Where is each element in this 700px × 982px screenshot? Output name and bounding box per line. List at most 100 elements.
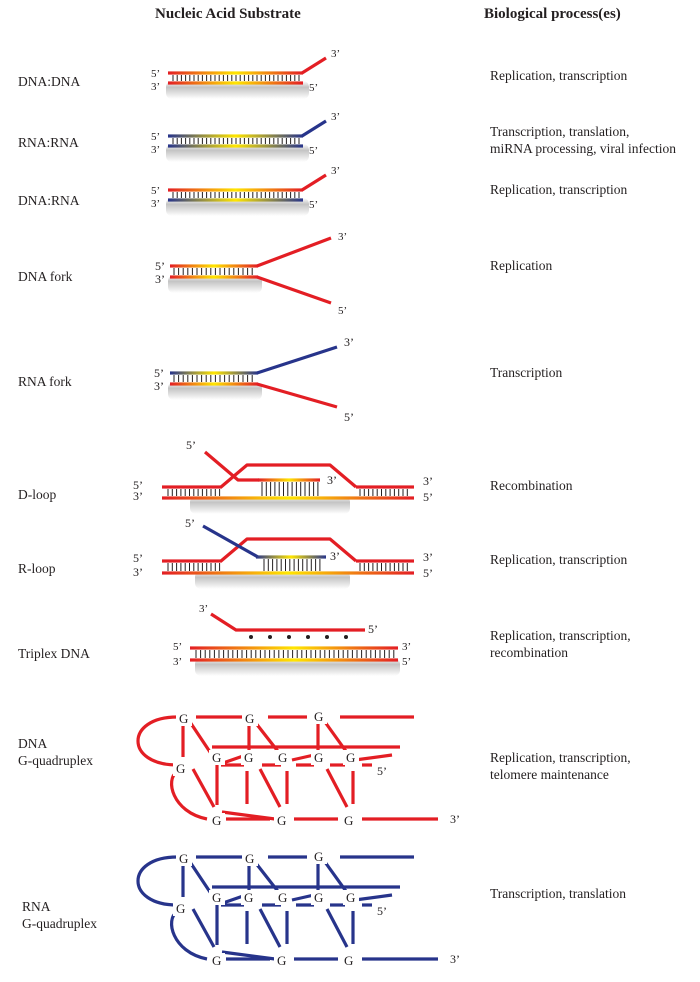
strand-line [258, 908, 282, 948]
strand-line [291, 753, 315, 762]
strand-segment [162, 559, 222, 563]
strand-end-label: 5’ [155, 259, 165, 273]
base-label-bg [274, 813, 290, 828]
base-label-bg [311, 750, 327, 765]
substrate-label-triplex-dna: Triplex DNA [18, 646, 90, 661]
duplex-shadow [166, 144, 309, 162]
strand-line [325, 768, 349, 808]
strand-line [301, 119, 327, 138]
strand-end-label: 5’ [151, 185, 160, 197]
base-label-bg [275, 890, 291, 905]
base-label-bg [176, 851, 192, 866]
strand-segment [170, 264, 258, 268]
substrate-label-rna-rna: RNA:RNA [18, 135, 79, 150]
g-base-label: G [314, 709, 323, 724]
base-label-bg [311, 849, 327, 864]
strand-segment [168, 144, 303, 148]
substrate-label-dna-dna: DNA:DNA [18, 74, 81, 89]
g-base-label: G [314, 890, 323, 905]
strand-end-label: 3’ [151, 198, 160, 210]
process-line: Replication, transcription, [490, 628, 631, 643]
strand-segment [258, 478, 320, 482]
substrate-label-dna-fork: DNA fork [18, 269, 73, 284]
strand-line [354, 893, 393, 902]
g-base-label: G [176, 761, 185, 776]
strand-end-label: 5’ [377, 904, 387, 918]
g-base-label: G [245, 851, 254, 866]
strand-end-label: 5’ [309, 145, 318, 157]
process-text-rna-rna: Transcription, translation, miRNA proces… [490, 123, 676, 157]
strand-end-label: 3’ [133, 565, 143, 579]
strand-line [191, 908, 216, 948]
strand-end-label: 3’ [338, 231, 347, 243]
process-line: Replication, transcription, [490, 750, 631, 765]
strand-line [253, 861, 282, 895]
strand-end-label: 5’ [151, 131, 160, 143]
substrate-label-dna-rna: DNA:RNA [18, 193, 80, 208]
substrate-column-header: Nucleic Acid Substrate [155, 6, 301, 22]
base-label-bg [242, 711, 258, 726]
process-text-triplex-dna: Replication, transcription, recombinatio… [490, 627, 631, 661]
strand-line [301, 56, 327, 75]
base-label-bg [209, 953, 225, 968]
g-base-label: G [176, 901, 185, 916]
substrate-label-line: G-quadruplex [18, 753, 93, 768]
duplex-shadow [168, 382, 262, 400]
base-label-bg [176, 711, 192, 726]
strand-line [169, 910, 208, 961]
strand-end-label: 3’ [423, 474, 433, 488]
substrate-label-rna-g-quadruplex: RNA G-quadruplex [22, 898, 97, 932]
base-label-bg [343, 890, 359, 905]
process-line: Transcription, translation, [490, 124, 630, 139]
g-base-label: G [346, 890, 355, 905]
strand-end-label: 3’ [155, 272, 165, 286]
g-base-label: G [212, 890, 221, 905]
duplex-shadow [166, 198, 309, 216]
base-label-bg [311, 709, 327, 724]
g-base-label: G [344, 953, 353, 968]
strand-line [203, 450, 259, 482]
g-base-label: G [244, 890, 253, 905]
triplex-dot [249, 635, 253, 639]
strand-end-label: 5’ [309, 82, 318, 94]
strand-end-label: 3’ [199, 603, 208, 615]
strand-line [191, 768, 216, 808]
duplex-shadow [195, 571, 350, 589]
strand-line [323, 861, 350, 895]
process-text-r-loop: Replication, transcription [490, 552, 628, 567]
strand-segment [170, 275, 258, 279]
g-base-label: G [244, 750, 253, 765]
triplex-dot [287, 635, 291, 639]
g-base-label: G [245, 711, 254, 726]
strand-end-label: 3’ [331, 165, 340, 177]
process-column-header: Biological process(es) [484, 6, 621, 22]
base-label-bg [242, 851, 258, 866]
base-label-bg [173, 761, 189, 776]
strand-segment [168, 81, 303, 85]
base-label-bg [173, 901, 189, 916]
strand-line [169, 770, 208, 821]
strand-segment [168, 134, 303, 138]
triplex-dot [344, 635, 348, 639]
base-label-bg [311, 890, 327, 905]
strand-end-label: 3’ [331, 48, 340, 60]
g-base-label: G [314, 750, 323, 765]
strand-segment [256, 555, 326, 559]
strand-line [258, 768, 282, 808]
strand-segment [162, 571, 414, 575]
triplex-dot [306, 635, 310, 639]
base-label-bg [241, 750, 257, 765]
strand-segment [168, 198, 303, 202]
base-label-bg [343, 750, 359, 765]
strand-end-label: 5’ [186, 438, 196, 452]
base-label-bg [341, 813, 357, 828]
strand-segment [190, 658, 398, 662]
strand-segment [190, 646, 398, 650]
strand-end-label: 5’ [338, 305, 347, 317]
strand-line [301, 173, 327, 192]
substrate-label-dna-g-quadruplex: DNA G-quadruplex [18, 735, 93, 769]
strand-end-label: 5’ [377, 764, 387, 778]
g-base-label: G [314, 849, 323, 864]
triplex-dot [325, 635, 329, 639]
